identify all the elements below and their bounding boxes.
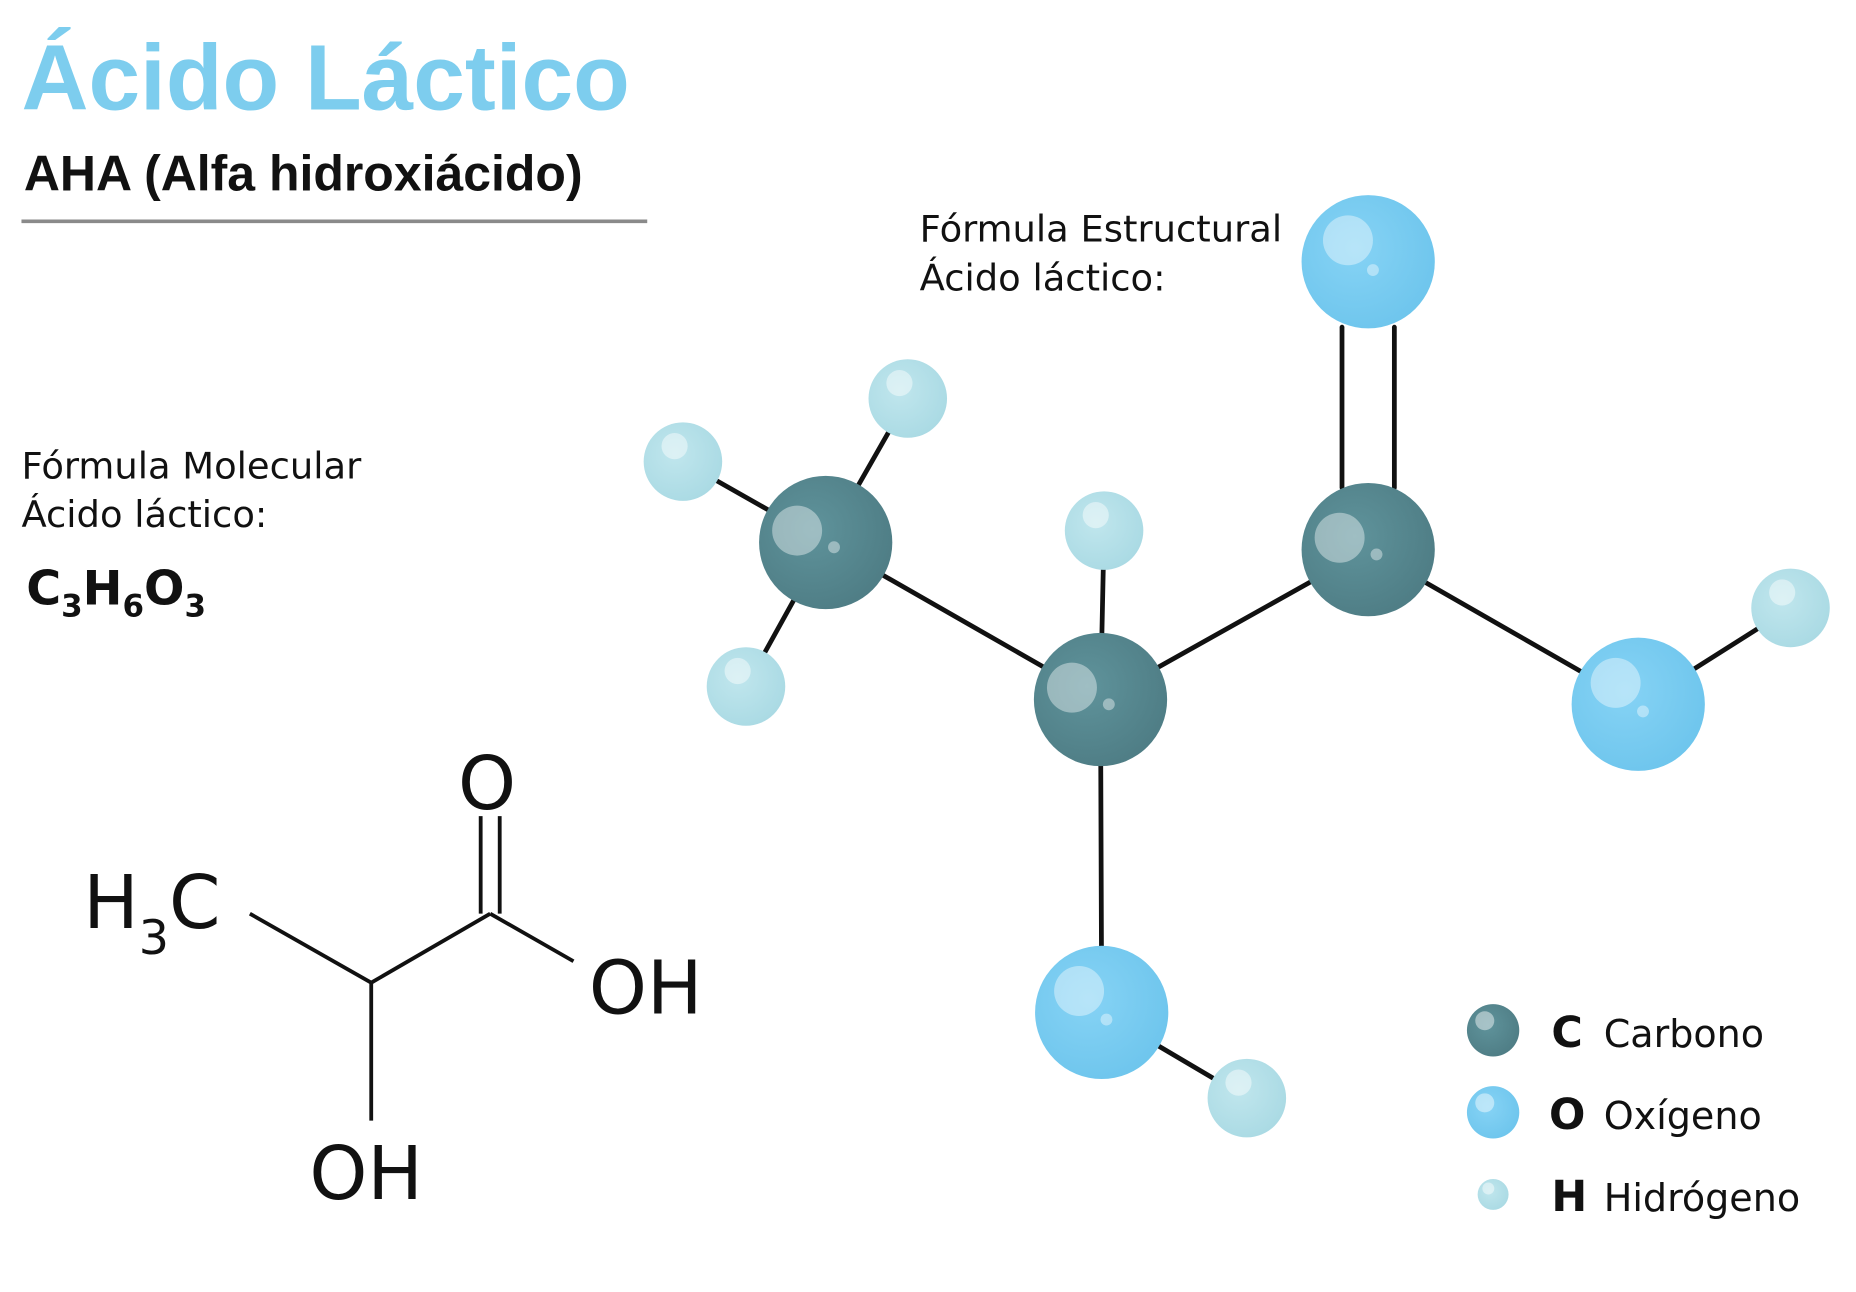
hydrogen-atom: [643, 422, 723, 501]
legend-item-hydrogen: H Hidrógeno: [1477, 1172, 1800, 1222]
oxygen-atom: [1035, 945, 1169, 1080]
hydrogen-atom: [1207, 1058, 1287, 1138]
carbon-atom: [1301, 483, 1435, 617]
ball-and-stick-model: [643, 195, 1830, 1138]
oxygen-swatch-icon: [1466, 1086, 1520, 1139]
carbon-atom: [759, 475, 893, 610]
molecular-label-line1: Fórmula Molecular: [21, 444, 362, 487]
hydrogen-atom: [868, 359, 948, 438]
skeletal-oh-bottom: OH: [309, 1132, 423, 1217]
molecular-label-line2: Ácido láctico:: [21, 492, 267, 536]
legend-symbol: H: [1551, 1172, 1587, 1222]
legend-symbol: O: [1549, 1090, 1585, 1140]
molecular-formula: C3H6O3: [26, 561, 206, 624]
structural-label-line2: Ácido láctico:: [920, 255, 1166, 299]
skeletal-formula: H3C O OH OH: [83, 742, 702, 1217]
hydrogen-atom: [1751, 568, 1830, 648]
structural-label-line1: Fórmula Estructural: [920, 208, 1282, 251]
oxygen-atom: [1571, 637, 1705, 771]
page-subtitle: AHA (Alfa hidroxiácido): [24, 145, 583, 201]
oxygen-atom: [1301, 195, 1435, 329]
legend-name: Hidrógeno: [1604, 1176, 1800, 1220]
legend-name: Carbono: [1604, 1012, 1764, 1056]
skeletal-oh-right: OH: [589, 947, 703, 1032]
hydrogen-atom: [1064, 491, 1144, 570]
legend: C Carbono O Oxígeno H Hidrógeno: [1466, 1004, 1800, 1222]
skeletal-methyl: H3C: [83, 861, 220, 966]
legend-symbol: C: [1551, 1008, 1582, 1058]
legend-item-carbon: C Carbono: [1466, 1004, 1764, 1058]
legend-name: Oxígeno: [1604, 1094, 1762, 1138]
legend-item-oxygen: O Oxígeno: [1466, 1086, 1762, 1140]
hydrogen-atom: [706, 647, 786, 726]
page-title: Ácido Láctico: [21, 25, 629, 129]
carbon-atom: [1033, 632, 1168, 767]
carbon-swatch-icon: [1466, 1004, 1520, 1057]
hydrogen-swatch-icon: [1477, 1178, 1509, 1210]
skeletal-carbonyl-oxygen: O: [458, 742, 516, 827]
